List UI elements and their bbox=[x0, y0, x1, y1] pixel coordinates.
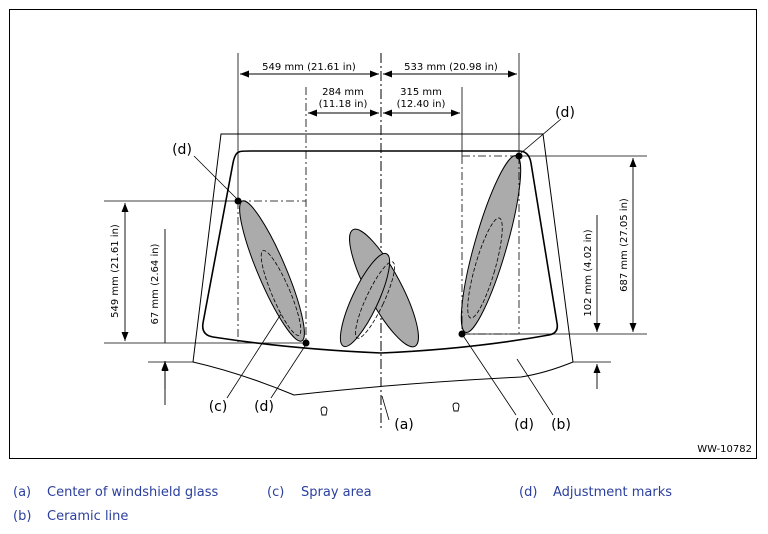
ceramic-line bbox=[201, 150, 559, 354]
legend-key: (d) bbox=[519, 485, 538, 500]
horizontal-dimensions bbox=[240, 70, 517, 117]
legend: (a) Center of windshield glass (c) Spray a… bbox=[13, 482, 753, 530]
legend-item-c: (c) Spray area bbox=[267, 485, 372, 500]
dim-inner-right-mm: 315 mm bbox=[400, 87, 442, 98]
dim-top-right: 533 mm (20.98 in) bbox=[404, 62, 498, 73]
dim-right-small: 102 mm (4.02 in) bbox=[583, 229, 594, 316]
legend-key: (c) bbox=[267, 485, 285, 500]
callout-d-upper-right: (d) bbox=[555, 105, 575, 121]
callout-b: (b) bbox=[551, 417, 571, 433]
dim-right-vertical: 687 mm (27.05 in) bbox=[619, 198, 630, 292]
callout-d-lower-left: (d) bbox=[254, 399, 274, 415]
spray-area-left bbox=[239, 200, 305, 342]
extension-lines bbox=[104, 53, 647, 363]
dim-inner-left-in: (11.18 in) bbox=[319, 99, 368, 110]
callout-d-upper-left: (d) bbox=[172, 142, 192, 158]
dim-inner-left-mm: 284 mm bbox=[322, 87, 364, 98]
callout-d-lower-right: (d) bbox=[514, 417, 534, 433]
dim-left-small: 67 mm (2.64 in) bbox=[150, 243, 161, 324]
legend-item-a: (a) Center of windshield glass bbox=[13, 485, 218, 500]
vertical-dimensions bbox=[121, 158, 637, 405]
legend-key: (b) bbox=[13, 509, 32, 524]
figure-code: WW-10782 bbox=[697, 444, 752, 455]
adjustment-marks bbox=[234, 152, 523, 347]
diagram-frame: 549 mm (21.61 in) 533 mm (20.98 in) 284 … bbox=[9, 9, 757, 459]
legend-text: Ceramic line bbox=[47, 509, 129, 524]
spray-area-center bbox=[339, 228, 419, 348]
legend-text: Center of windshield glass bbox=[47, 485, 219, 500]
nozzle-symbols bbox=[320, 402, 460, 416]
callout-c: (c) bbox=[209, 399, 228, 415]
glass-outline bbox=[192, 133, 574, 396]
legend-text: Spray area bbox=[301, 485, 372, 500]
legend-text: Adjustment marks bbox=[553, 485, 673, 500]
dim-left-vertical: 549 mm (21.61 in) bbox=[110, 224, 121, 318]
windshield-diagram: 549 mm (21.61 in) 533 mm (20.98 in) 284 … bbox=[104, 53, 647, 433]
legend-key: (a) bbox=[13, 485, 32, 500]
legend-item-b: (b) Ceramic line bbox=[13, 509, 128, 524]
callout-a: (a) bbox=[394, 417, 414, 433]
legend-item-d: (d) Adjustment marks bbox=[519, 485, 672, 500]
dim-top-left: 549 mm (21.61 in) bbox=[262, 62, 356, 73]
spray-area-right bbox=[460, 154, 522, 334]
callout-leaders bbox=[193, 118, 562, 421]
dim-inner-right-in: (12.40 in) bbox=[397, 99, 446, 110]
